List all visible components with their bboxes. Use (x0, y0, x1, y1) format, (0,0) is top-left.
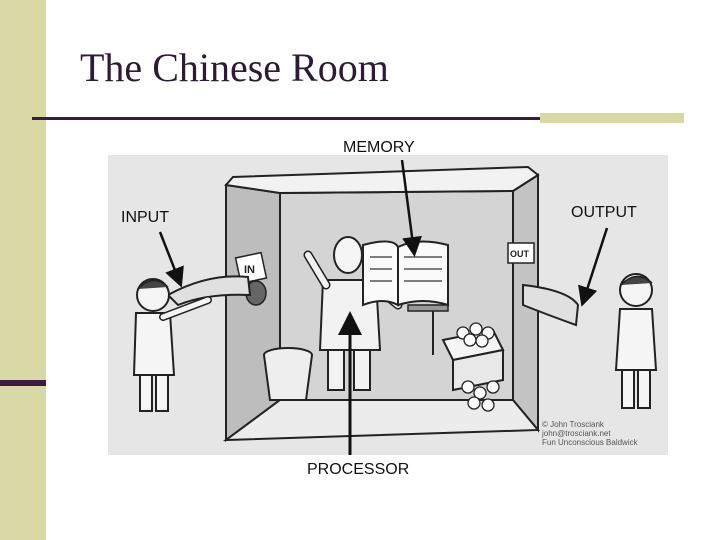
title-underline (32, 117, 540, 120)
credit-email: john@trosciank.net (542, 429, 611, 438)
side-accent-band (0, 0, 46, 540)
credit-name: © John Trosciank (542, 420, 604, 429)
input-person (132, 278, 212, 412)
slide-title: The Chinese Room (80, 45, 389, 90)
chinese-room-illustration: IN OUT (108, 155, 668, 455)
wastebasket (263, 347, 313, 401)
symbol-box (441, 322, 505, 412)
illustration-credit: © John Trosciank john@trosciank.net Fun … (542, 420, 638, 447)
output-label: OUTPUT (571, 204, 637, 221)
memory-label: MEMORY (343, 139, 415, 156)
input-label: INPUT (121, 209, 169, 226)
output-person (614, 273, 658, 409)
rule-book (362, 240, 449, 355)
out-sign-label: OUT (510, 249, 530, 259)
title-underline-accent (540, 113, 684, 123)
processor-label: PROCESSOR (307, 461, 410, 478)
credit-line: Fun Unconscious Baldwick (542, 438, 638, 447)
side-accent-divider (0, 380, 46, 386)
in-sign-label: IN (244, 264, 255, 276)
room-left-wall (225, 183, 281, 442)
out-sign: OUT (507, 242, 535, 264)
